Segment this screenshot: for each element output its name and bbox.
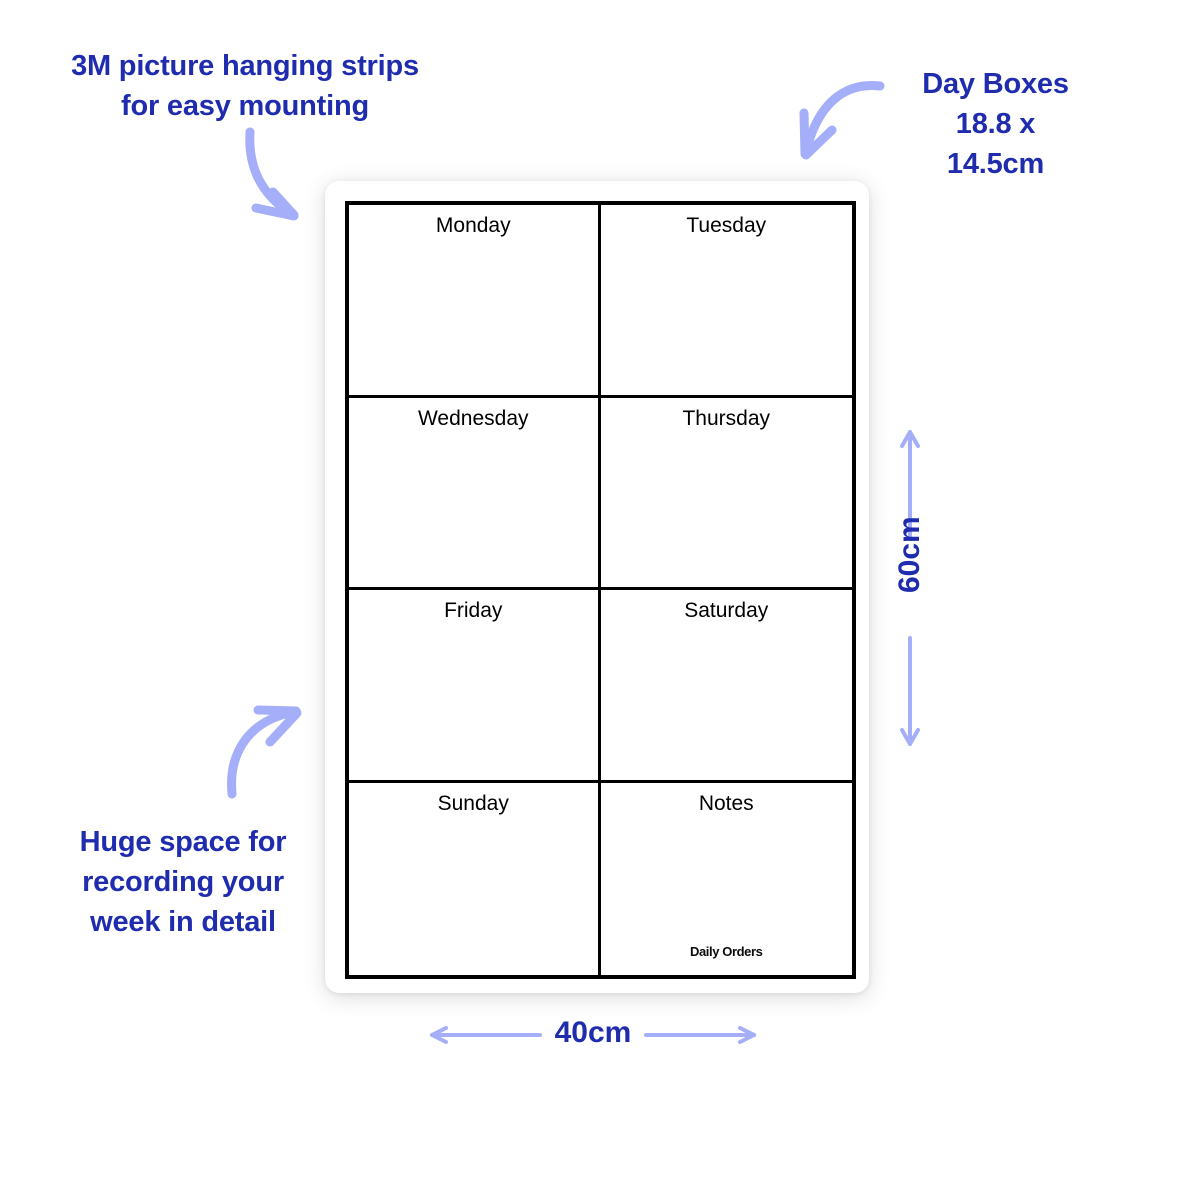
- callout-space-text: Huge space for recording your week in de…: [79, 826, 287, 939]
- planner-grid: Monday Tuesday Wednesday Thursday Friday…: [345, 201, 856, 979]
- brand-logo: Daily Orders: [601, 943, 853, 962]
- day-label: Thursday: [682, 406, 771, 430]
- day-label: Saturday: [684, 599, 769, 622]
- day-cell-notes[interactable]: Notes Daily Orders: [600, 782, 853, 975]
- dimension-width-label: 40cm: [554, 1016, 632, 1049]
- dimension-width-arrows-icon: [430, 1026, 756, 1044]
- day-cell-thursday[interactable]: Thursday: [600, 397, 852, 590]
- day-cell-friday[interactable]: Friday: [349, 590, 601, 783]
- day-cell-monday[interactable]: Monday: [349, 205, 601, 398]
- curved-arrow-up-right-icon: [212, 690, 322, 815]
- day-cell-wednesday[interactable]: Wednesday: [349, 397, 601, 590]
- dimension-height-label: 60cm: [893, 516, 926, 593]
- dimension-height-arrows-icon: [900, 430, 920, 746]
- day-cell-sunday[interactable]: Sunday: [349, 782, 601, 975]
- curved-arrow-down-right-icon: [228, 120, 338, 240]
- day-label: Wednesday: [417, 406, 529, 430]
- day-cell-tuesday[interactable]: Tuesday: [600, 205, 852, 398]
- dimension-height: 60cm: [880, 428, 940, 748]
- curved-arrow-down-left-icon: [780, 68, 900, 178]
- callout-mounting-text: 3M picture hanging strips for easy mount…: [71, 50, 419, 123]
- day-label: Sunday: [437, 791, 509, 815]
- day-cell-saturday[interactable]: Saturday: [600, 590, 852, 783]
- day-label: Friday: [444, 599, 503, 622]
- day-label: Notes: [698, 791, 754, 815]
- day-label: Tuesday: [686, 214, 767, 237]
- whiteboard-product: Monday Tuesday Wednesday Thursday Friday…: [325, 181, 869, 993]
- callout-day-boxes-text: Day Boxes 18.8 x 14.5cm: [922, 68, 1069, 181]
- dimension-width: 40cm: [428, 1008, 758, 1064]
- brand-logo-text: Daily Orders: [689, 944, 763, 959]
- day-label: Monday: [435, 214, 511, 237]
